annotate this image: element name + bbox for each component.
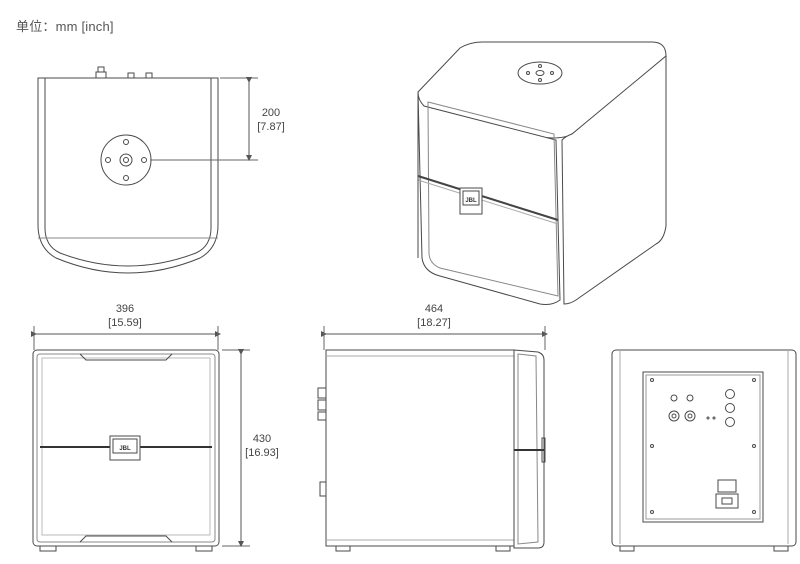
isometric-view: [417, 41, 667, 305]
side-depth-mm: 464: [425, 303, 443, 315]
top-view: [37, 66, 258, 274]
front-view: [31, 326, 250, 552]
side-depth-inch: [18.27]: [417, 317, 451, 329]
side-view: [317, 326, 548, 552]
height-mm: 430: [253, 433, 271, 445]
rear-view: [611, 349, 797, 552]
iso-logo: JBL: [465, 198, 477, 204]
units-label: 单位：mm [inch]: [16, 19, 114, 34]
height-inch: [16.93]: [245, 447, 279, 459]
width-inch: [15.59]: [108, 317, 142, 329]
width-mm: 396: [116, 303, 134, 315]
front-logo: JBL: [119, 446, 131, 452]
depth-top-mm: 200: [262, 107, 280, 119]
depth-top-inch: [7.87]: [257, 121, 285, 133]
